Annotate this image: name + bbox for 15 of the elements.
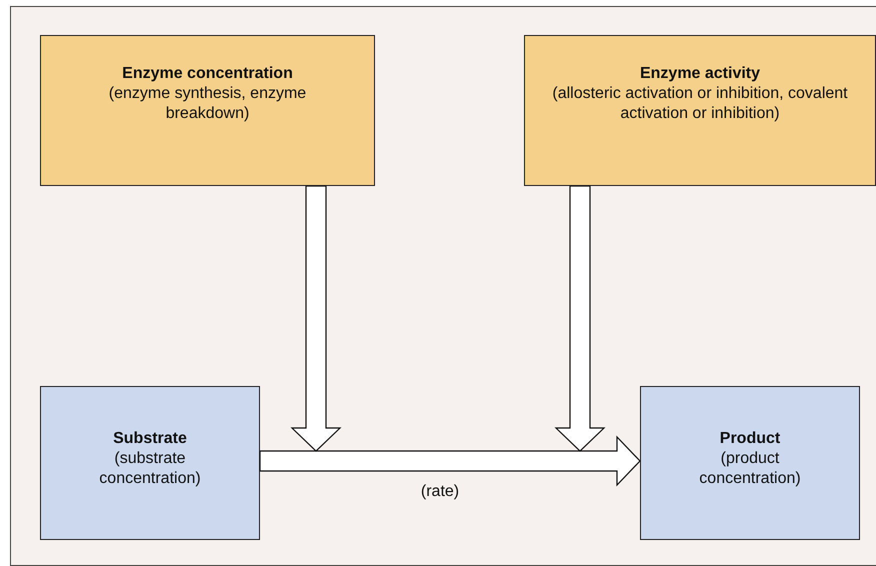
box-description: (enzyme synthesis, enzyme breakdown): [108, 84, 308, 124]
block-arrow: [290, 185, 342, 452]
process-box: [640, 386, 860, 540]
box-heading: Substrate: [112, 429, 188, 449]
process-box: [524, 35, 876, 186]
box-heading: Product: [718, 429, 782, 449]
box-description: (product concentration): [698, 449, 802, 489]
box-description: (substrate concentration): [98, 449, 202, 489]
box-heading: Enzyme activity: [638, 64, 762, 84]
box-description: (allosteric activation or inhibition, covalent activation or inhibition): [551, 84, 849, 124]
block-arrow: [259, 436, 641, 486]
box-heading: Enzyme concentration: [121, 64, 294, 84]
process-box: [40, 35, 375, 186]
process-box: [40, 386, 260, 540]
block-arrow: [554, 185, 606, 452]
